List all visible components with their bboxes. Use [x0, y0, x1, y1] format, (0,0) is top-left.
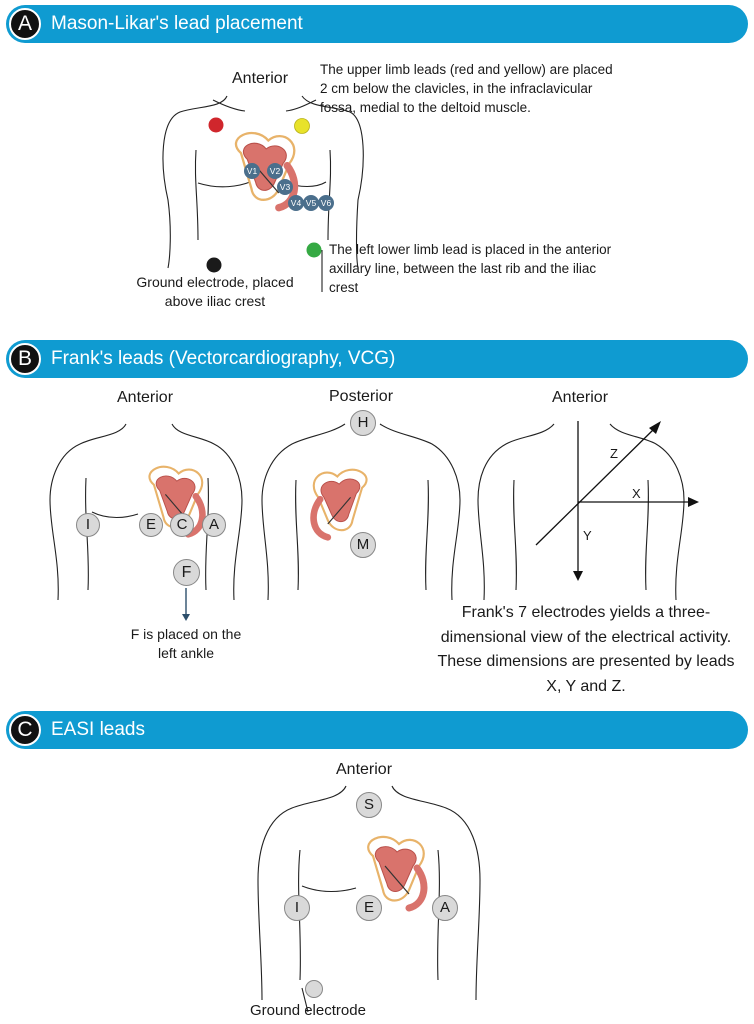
easi-electrode-a: A	[432, 895, 458, 921]
f-arrow-head	[182, 614, 190, 621]
frank-electrode-i: I	[76, 513, 100, 537]
frank-electrode-c: C	[170, 513, 194, 537]
axis-x-arrowhead	[688, 497, 699, 507]
section-c-title: EASI leads	[51, 719, 145, 740]
frank-electrode-h: H	[350, 410, 376, 436]
section-b-banner: B Frank's leads (Vectorcardiography, VCG…	[6, 340, 748, 378]
frank-electrode-f: F	[173, 559, 200, 586]
lead-yellow-dot	[294, 118, 310, 134]
frank-summary: Frank's 7 electrodes yields a three-dime…	[437, 604, 735, 695]
easi-ground-electrode	[305, 980, 323, 998]
v2-electrode: V2	[267, 163, 283, 179]
torso-outline-a	[162, 95, 364, 292]
anterior-label-b: Anterior	[117, 389, 174, 406]
axis-z-label: Z	[610, 446, 618, 461]
easi-electrode-i: I	[284, 895, 310, 921]
axis-z-line	[535, 427, 656, 546]
posterior-label-b: Posterior	[329, 388, 394, 405]
v5-electrode: V5	[303, 195, 319, 211]
section-b-title: Frank's leads (Vectorcardiography, VCG)	[51, 348, 396, 369]
frank-electrode-m: M	[350, 532, 376, 558]
anterior-label-a: Anterior	[232, 70, 289, 87]
v6-electrode: V6	[318, 195, 334, 211]
lead-ground-dot	[206, 257, 222, 273]
frank-electrode-a: A	[202, 513, 226, 537]
axis-z-arrowhead	[649, 421, 661, 434]
ground-label-c: Ground electrode	[250, 1002, 366, 1019]
torso-outline-b-posterior	[261, 423, 461, 601]
torso-outline-b-axes	[477, 423, 685, 601]
section-c-banner: C EASI leads	[6, 711, 748, 749]
axis-y-label: Y	[583, 528, 592, 543]
v3-electrode: V3	[277, 179, 293, 195]
lead-red-dot	[208, 117, 224, 133]
easi-electrode-e: E	[356, 895, 382, 921]
ground-note-a: Ground electrode, placed above iliac cre…	[136, 274, 294, 309]
section-b-letter: B	[9, 343, 41, 375]
f-note: F is placed on the left ankle	[130, 626, 242, 661]
heart-b-posterior	[314, 470, 367, 538]
axis-y-arrowhead	[573, 571, 583, 581]
section-a-banner: A Mason-Likar's lead placement	[6, 5, 748, 43]
v1-electrode: V1	[244, 163, 260, 179]
frank-electrode-e: E	[139, 513, 163, 537]
axis-x-label: X	[632, 486, 641, 501]
section-a-letter: A	[9, 8, 41, 40]
upper-limb-note: The upper limb leads (red and yellow) ar…	[320, 62, 613, 115]
anterior-axes-label: Anterior	[552, 389, 609, 406]
section-c-letter: C	[9, 714, 41, 746]
v4-electrode: V4	[288, 195, 304, 211]
lead-green-dot	[306, 242, 322, 258]
axis-lines	[535, 421, 690, 574]
easi-electrode-s: S	[356, 792, 382, 818]
anterior-label-c: Anterior	[336, 761, 393, 778]
lower-limb-note: The left lower limb lead is placed in th…	[329, 242, 612, 295]
section-a-title: Mason-Likar's lead placement	[51, 13, 303, 34]
torso-outline-b-anterior	[49, 423, 243, 601]
